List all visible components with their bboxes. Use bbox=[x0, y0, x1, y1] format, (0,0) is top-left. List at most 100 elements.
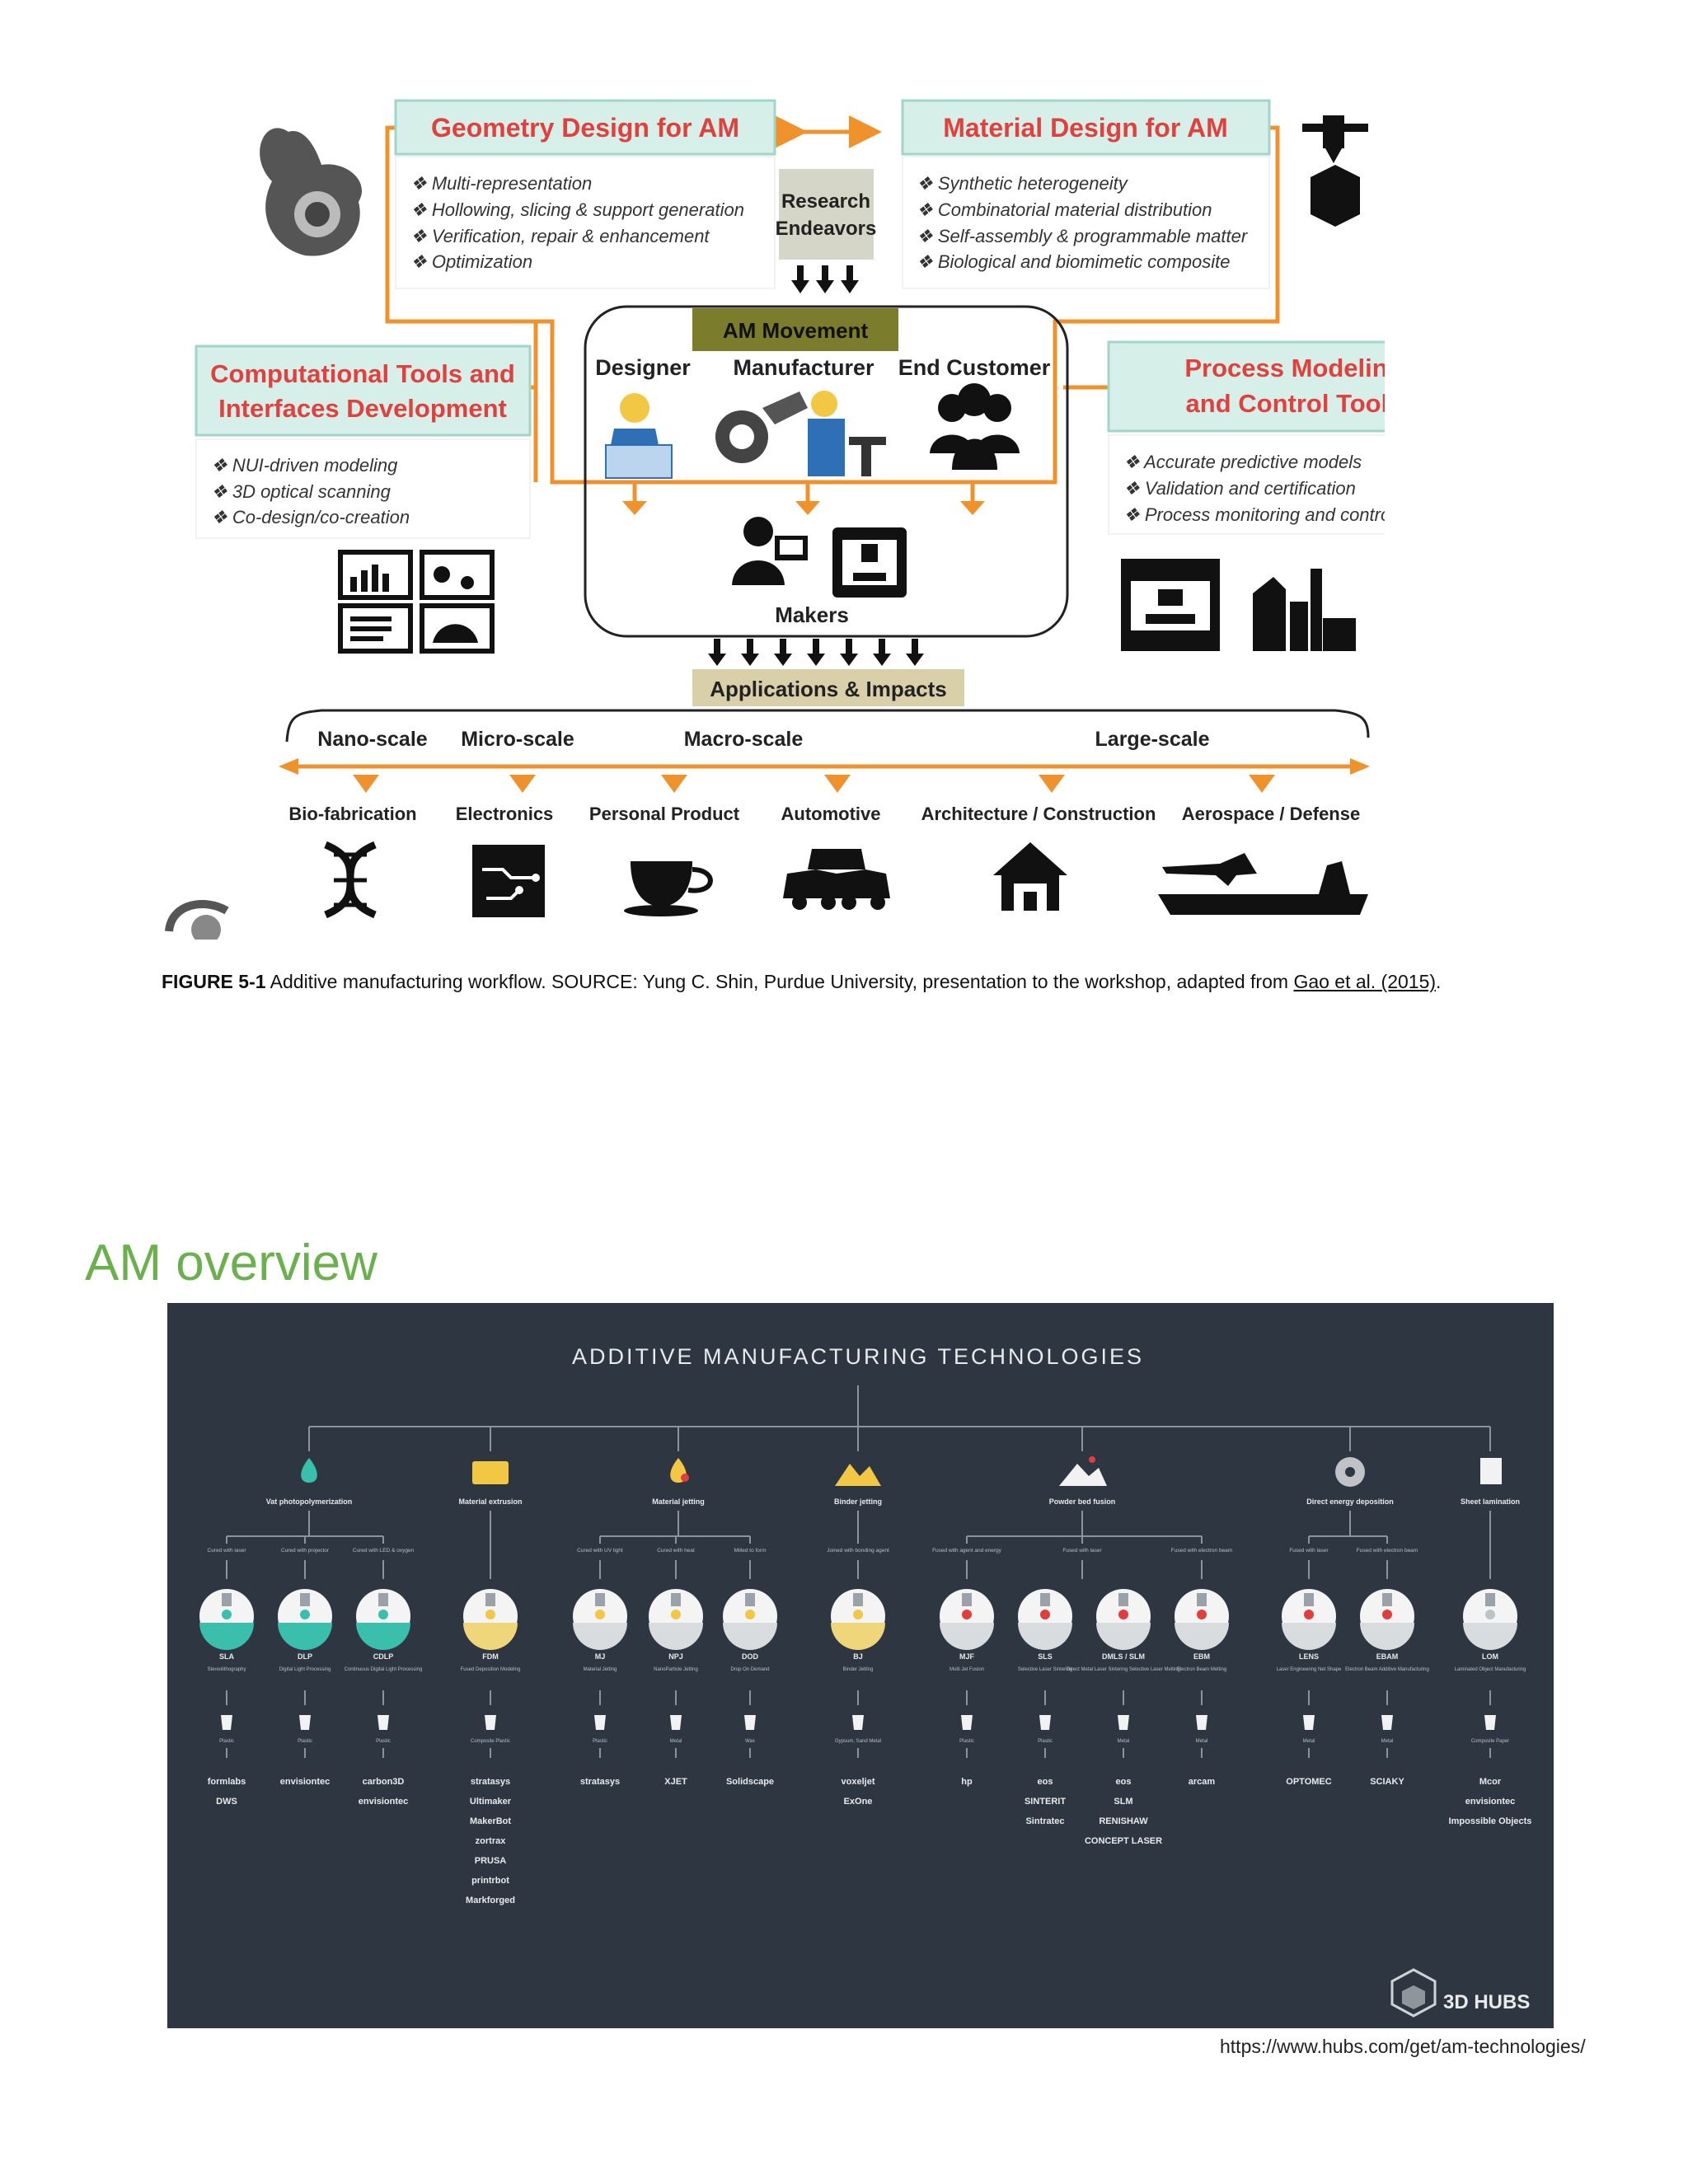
geometry-item: ❖ Verification, repair & enhancement bbox=[410, 226, 710, 246]
computational-title: Computational Tools and bbox=[210, 359, 515, 388]
technology-name: Digital Light Processing bbox=[279, 1667, 331, 1672]
category-label: Vat photopolymerization bbox=[266, 1497, 353, 1506]
material-item: ❖ Synthetic heterogeneity bbox=[917, 173, 1129, 194]
computational-item: ❖ NUI-driven modeling bbox=[211, 455, 398, 476]
geometry-item: ❖ Multi-representation bbox=[410, 173, 592, 194]
process-sub-label: Milled to form bbox=[734, 1548, 766, 1554]
technology-code: NPJ bbox=[668, 1652, 683, 1661]
technology-name: Continuous Digital Light Processing bbox=[345, 1667, 423, 1672]
application-arrows bbox=[708, 639, 924, 666]
category-icon bbox=[301, 1458, 317, 1483]
technology-node bbox=[1282, 1589, 1336, 1650]
am-movement-label: AM Movement bbox=[723, 318, 869, 343]
material-label: Composite Paper bbox=[1471, 1739, 1509, 1744]
material-icon bbox=[594, 1715, 606, 1730]
caption-reference-link[interactable]: Gao et al. (2015) bbox=[1293, 971, 1437, 992]
figure-caption: FIGURE 5-1 Additive manufacturing workfl… bbox=[162, 971, 1662, 993]
technology-code: SLA bbox=[219, 1652, 235, 1661]
process-sub-label: Cured with UV light bbox=[577, 1548, 623, 1554]
technology-code: FDM bbox=[482, 1652, 499, 1661]
3d-hubs-label: 3D HUBS bbox=[1443, 1991, 1530, 2013]
manufacturer-logo: Impossible Objects bbox=[1449, 1816, 1532, 1826]
technology-name: Direct Metal Laser Sintering Selective L… bbox=[1067, 1667, 1180, 1672]
technology-node bbox=[723, 1589, 777, 1650]
material-label: Plastic bbox=[1038, 1739, 1053, 1744]
geometry-design-title: Geometry Design for AM bbox=[431, 113, 739, 143]
manufacturer-icon bbox=[715, 391, 886, 476]
material-label: Metal bbox=[1118, 1739, 1130, 1744]
3d-hubs-logo: 3D HUBS bbox=[1390, 1968, 1530, 2018]
am-movement-label-bg bbox=[692, 308, 898, 351]
research-endeavors: Research Endeavors bbox=[776, 169, 876, 293]
process-sub-label: Fused with laser bbox=[1062, 1548, 1102, 1554]
manufacturer-logo: MakerBot bbox=[470, 1816, 511, 1826]
dashboard-glyphs bbox=[350, 565, 478, 643]
geometry-item: ❖ Optimization bbox=[410, 251, 532, 272]
sector-label: Personal Product bbox=[589, 804, 740, 824]
caption-end: . bbox=[1436, 971, 1442, 992]
process-item: ❖ Validation and certification bbox=[1123, 478, 1356, 499]
category-label: Direct energy deposition bbox=[1306, 1497, 1394, 1506]
dashboard-icons bbox=[338, 550, 495, 654]
research-label: Research bbox=[781, 190, 870, 213]
manufacturer-logo: SLM bbox=[1114, 1797, 1132, 1807]
category-icon bbox=[1480, 1458, 1502, 1484]
manufacturer-logo: CONCEPT LASER bbox=[1085, 1836, 1162, 1846]
infographic-background bbox=[167, 1303, 1554, 2028]
manufacturer-logo: eos bbox=[1116, 1777, 1132, 1787]
material-label: Plastic bbox=[593, 1739, 607, 1744]
technology-node bbox=[1096, 1589, 1151, 1650]
end-customer-icon bbox=[930, 383, 1020, 470]
geometry-item: ❖ Hollowing, slicing & support generatio… bbox=[410, 199, 744, 220]
manufacturer-logo: OPTOMEC bbox=[1286, 1777, 1331, 1787]
technology-name: NanoParticle Jetting bbox=[654, 1667, 698, 1672]
cropped-icon bbox=[165, 900, 229, 940]
scale-label: Nano-scale bbox=[317, 728, 427, 751]
material-label: Composite Plastic bbox=[471, 1739, 510, 1744]
process-sub-label: Fused with electron beam bbox=[1357, 1548, 1418, 1554]
role-manufacturer: Manufacturer bbox=[733, 355, 874, 380]
material-label: Plastic bbox=[376, 1739, 391, 1744]
category-label: Sheet lamination bbox=[1461, 1497, 1520, 1506]
process-title: Process Modeling bbox=[1184, 354, 1385, 382]
applications-label-bg bbox=[692, 669, 964, 706]
makers-icon bbox=[732, 517, 907, 598]
material-label: Metal bbox=[670, 1739, 682, 1744]
manufacturer-logo: SINTERIT bbox=[1025, 1797, 1066, 1807]
manufacturer-logo: printrbot bbox=[471, 1876, 509, 1886]
material-label: Metal bbox=[1196, 1739, 1208, 1744]
process-sub-label: Cured with LED & oxygen bbox=[353, 1548, 415, 1554]
technology-code: MJ bbox=[595, 1652, 606, 1661]
technology-name: Electron Beam Additive Manufacturing bbox=[1345, 1667, 1429, 1672]
technology-name: Laminated Object Manufacturing bbox=[1455, 1667, 1526, 1672]
process-sub-label: Joined with bonding agent bbox=[827, 1548, 889, 1554]
am-technologies-infographic: ADDITIVE MANUFACTURING TECHNOLOGIES Vat … bbox=[167, 1303, 1554, 2028]
3d-part-icon bbox=[260, 128, 362, 256]
material-icon bbox=[670, 1715, 682, 1730]
material-icon bbox=[1381, 1715, 1393, 1730]
process-sub-label: Fused with electron beam bbox=[1171, 1548, 1232, 1554]
printer-factory-icons bbox=[1121, 559, 1356, 651]
material-item: ❖ Combinatorial material distribution bbox=[917, 199, 1212, 220]
technology-code: LOM bbox=[1482, 1652, 1498, 1661]
manufacturer-logo: eos bbox=[1038, 1777, 1053, 1787]
sector-label: Electronics bbox=[456, 804, 554, 824]
material-icon bbox=[1118, 1715, 1129, 1730]
process-sub-label: Cured with heat bbox=[657, 1548, 695, 1554]
technology-code: LENS bbox=[1299, 1652, 1319, 1661]
technology-code: DOD bbox=[742, 1652, 759, 1661]
technology-node bbox=[199, 1589, 254, 1650]
category-label: Material jetting bbox=[652, 1497, 705, 1506]
technology-node bbox=[573, 1589, 627, 1650]
technology-code: SLS bbox=[1038, 1652, 1053, 1661]
source-url-link[interactable]: https://www.hubs.com/get/am-technologies… bbox=[1220, 2036, 1586, 2057]
caption-label: FIGURE 5-1 bbox=[162, 971, 266, 992]
material-icon bbox=[1484, 1715, 1496, 1730]
applications-label: Applications & Impacts bbox=[710, 677, 947, 701]
technology-name: Stereolithography bbox=[207, 1667, 246, 1672]
technology-node bbox=[1018, 1589, 1072, 1650]
category-label: Binder jetting bbox=[834, 1497, 882, 1506]
process-item: ❖ Accurate predictive models bbox=[1123, 452, 1362, 472]
process-sub-label: Fused with laser bbox=[1289, 1548, 1329, 1554]
